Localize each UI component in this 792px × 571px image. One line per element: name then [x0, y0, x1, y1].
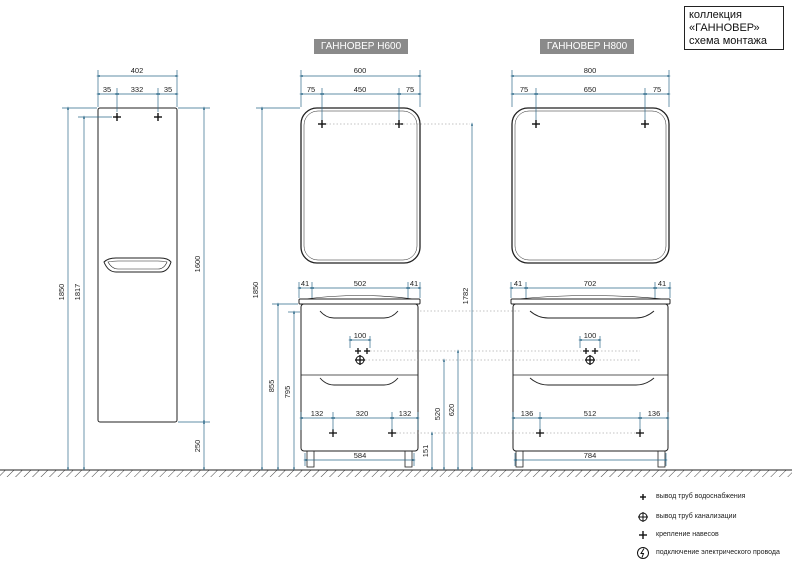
mirror-h600: [300, 107, 421, 264]
drain-icon: [638, 512, 648, 522]
collection-name: «ГАННОВЕР»: [689, 22, 760, 34]
mirror-h800-mount-points: [532, 120, 649, 128]
m800-width: 800: [584, 66, 597, 75]
column-dim-labels: 402 35 332 35 1850 1817 1600 250: [57, 66, 202, 452]
legend-water-supply-text: вывод труб водоснабжения: [656, 493, 746, 500]
v600-overall-height: 1850: [251, 282, 260, 299]
col-height-total: 1850: [57, 284, 66, 301]
vanity-h600: [298, 295, 421, 468]
mirror-h800: [511, 107, 670, 264]
v600-span: 502: [354, 279, 367, 288]
model-tag-h600: ГАННОВЕР Н600: [314, 39, 408, 54]
col-body-height: 1600: [193, 256, 202, 273]
legend-mount: крепление навесов: [636, 528, 786, 542]
column-dimensions: [62, 70, 210, 471]
h800-dim-labels: 800 75 650 75 41 702 41 100 136 512 136 …: [514, 66, 666, 460]
col-height-top: 1817: [73, 284, 82, 301]
col-mount-span: 332: [131, 85, 144, 94]
floor: [0, 469, 792, 477]
mount-icon: [639, 531, 647, 539]
v600-right: 41: [410, 279, 418, 288]
v800-base-width: 784: [584, 451, 597, 460]
v600-mount-span: 320: [356, 409, 369, 418]
power-icon: [637, 547, 649, 559]
col-right-offset: 35: [164, 85, 172, 94]
v600-height-855: 855: [267, 380, 276, 393]
m600-width: 600: [354, 66, 367, 75]
m800-span: 650: [584, 85, 597, 94]
h600-dimensions: [256, 70, 474, 471]
v600-height-520: 520: [433, 408, 442, 421]
scheme-label: схема монтажа: [689, 35, 767, 47]
v800-span: 702: [584, 279, 597, 288]
v600-height-151: 151: [421, 445, 430, 458]
vanity-h600-pipe-points: [329, 348, 396, 437]
model-tag-h800: ГАННОВЕР Н800: [540, 39, 634, 54]
col-total-width: 402: [131, 66, 144, 75]
v800-left: 41: [514, 279, 522, 288]
col-left-offset: 35: [103, 85, 111, 94]
column-mount-points: [113, 113, 162, 121]
v600-left: 41: [301, 279, 309, 288]
collection-title-box: коллекция «ГАННОВЕР» схема монтажа: [684, 6, 784, 50]
legend-power-text: подключение электрического провода: [656, 549, 780, 556]
v800-mount-span: 512: [584, 409, 597, 418]
h800-dimensions: [509, 70, 672, 466]
v600-height-620: 620: [447, 404, 456, 417]
v800-right: 41: [658, 279, 666, 288]
m600-span: 450: [354, 85, 367, 94]
collection-label: коллекция: [689, 9, 742, 21]
legend-power: подключение электрического провода: [636, 546, 786, 560]
v600-mount-left: 132: [311, 409, 324, 418]
legend-water-supply: вывод труб водоснабжения: [636, 490, 786, 504]
h600-dim-labels: 600 75 450 75 41 502 41 1850 855 795 100…: [251, 66, 470, 460]
m600-right: 75: [406, 85, 414, 94]
vanity-h800-pipe-points: [536, 348, 644, 437]
m800-left: 75: [520, 85, 528, 94]
v600-height-795: 795: [283, 386, 292, 399]
water-supply-icon: [640, 494, 646, 500]
m800-right: 75: [653, 85, 661, 94]
v600-mount-right: 132: [399, 409, 412, 418]
v800-pipe-offset: 100: [584, 331, 597, 340]
m600-left: 75: [307, 85, 315, 94]
col-leg-height: 250: [193, 440, 202, 453]
legend-drain: вывод труб канализации: [636, 510, 786, 524]
vanity-h800: [510, 295, 671, 468]
legend-drain-text: вывод труб канализации: [656, 513, 737, 520]
column-cabinet: [97, 107, 178, 423]
v600-pipe-offset: 100: [354, 331, 367, 340]
v600-mirror-mount-height: 1782: [461, 288, 470, 305]
v600-base-width: 584: [354, 451, 367, 460]
v800-mount-left: 136: [521, 409, 534, 418]
v800-mount-right: 136: [648, 409, 661, 418]
legend-mount-text: крепление навесов: [656, 531, 719, 538]
